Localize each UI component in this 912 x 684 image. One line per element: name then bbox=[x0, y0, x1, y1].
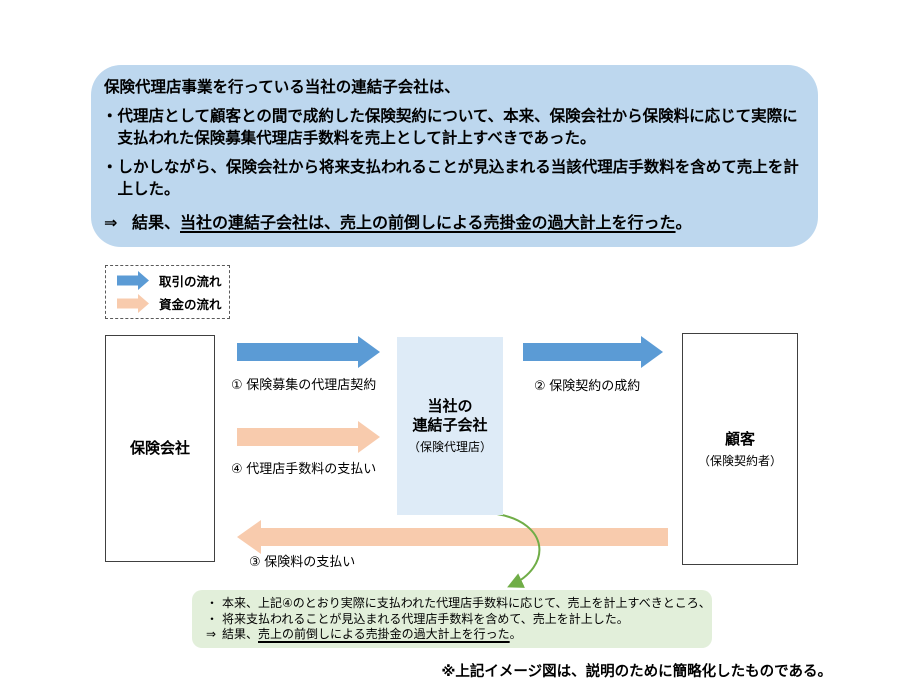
note-bullet-2: ・ 将来支払われることが見込まれる代理店手数料を含めて、売上を計上した。 bbox=[206, 612, 702, 628]
flow-label-1: ① 保険募集の代理店契約 bbox=[231, 377, 377, 392]
conclusion-prefix: 結果、 bbox=[132, 215, 181, 232]
note-bullet-1: ・ 本来、上記④のとおり実際に支払われた代理店手数料に応じて、売上を計上すべきと… bbox=[206, 596, 711, 612]
subsidiary-box: 当社の 連結子会社 （保険代理店） bbox=[397, 337, 503, 515]
funds-flow-arrow-3-icon bbox=[237, 520, 668, 554]
legend-item-funds: 資金の流れ bbox=[117, 294, 229, 314]
subsidiary-sublabel: （保険代理店） bbox=[407, 440, 492, 454]
note-conclusion-text: 結果、売上の前倒しによる売掛金の過大計上を行った。 bbox=[222, 627, 702, 643]
legend-transaction-arrow-icon bbox=[117, 270, 149, 290]
bullet-marker: ・ bbox=[102, 159, 118, 176]
note-conclusion-suffix: 。 bbox=[509, 627, 522, 641]
subsidiary-label-line2: 連結子会社 bbox=[412, 417, 488, 434]
flow-label-2: ② 保険契約の成約 bbox=[534, 378, 641, 393]
note-box: ・ 本来、上記④のとおり実際に支払われた代理店手数料に応じて、売上を計上すべきと… bbox=[192, 590, 712, 648]
double-arrow-marker: ⇒ bbox=[206, 627, 217, 641]
summary-intro: 保険代理店事業を行っている当社の連結子会社は、 bbox=[104, 79, 460, 96]
summary-bullet-2-text: しかしながら、保険会社から将来支払われることが見込まれる当該代理店手数料を含めて… bbox=[117, 159, 799, 198]
summary-conclusion-text: 結果、当社の連結子会社は、売上の前倒しによる売掛金の過大計上を行った。 bbox=[132, 212, 692, 235]
transaction-flow-arrow-2-icon bbox=[523, 336, 663, 368]
transaction-flow-arrow-1-icon bbox=[237, 336, 380, 368]
customer-box: 顧客 （保険契約者） bbox=[682, 333, 798, 565]
legend-funds-arrow-icon bbox=[117, 294, 149, 314]
note-conclusion-prefix: 結果、 bbox=[222, 627, 259, 641]
customer-sublabel: （保険契約者） bbox=[697, 453, 782, 468]
legend-box: 取引の流れ 資金の流れ bbox=[105, 265, 230, 319]
insurance-company-box: 保険会社 bbox=[105, 335, 215, 562]
insurance-company-label: 保険会社 bbox=[129, 440, 190, 457]
conclusion-suffix: 。 bbox=[675, 215, 692, 232]
curved-note-arrow-icon bbox=[496, 513, 541, 588]
summary-bullet-1: ・ 代理店として顧客との間で成約した保険契約について、本来、保険会社から保険料に… bbox=[102, 106, 800, 150]
note-bullet-1-text: 本来、上記④のとおり実際に支払われた代理店手数料に応じて、売上を計上すべきところ… bbox=[222, 596, 711, 610]
subsidiary-label-line1: 当社の bbox=[427, 398, 473, 415]
flow-label-3: ③ 保険料の支払い bbox=[249, 554, 356, 569]
footnote: ※上記イメージ図は、説明のために簡略化したものである。 bbox=[441, 664, 832, 680]
summary-bullet-1-text: 代理店として顧客との間で成約した保険契約について、本来、保険会社から保険料に応じ… bbox=[117, 108, 798, 147]
funds-flow-arrow-4-icon bbox=[237, 421, 380, 453]
conclusion-underlined: 当社の連結子会社は、売上の前倒しによる売掛金の過大計上を行った bbox=[180, 215, 676, 232]
note-conclusion-underlined: 売上の前倒しによる売掛金の過大計上を行った bbox=[258, 627, 510, 641]
customer-label: 顧客 bbox=[724, 430, 755, 448]
legend-funds-label: 資金の流れ bbox=[159, 298, 222, 313]
note-conclusion: ⇒ 結果、売上の前倒しによる売掛金の過大計上を行った。 bbox=[206, 627, 702, 643]
double-arrow-marker: ⇒ bbox=[104, 215, 118, 232]
summary-box: 保険代理店事業を行っている当社の連結子会社は、 ・ 代理店として顧客との間で成約… bbox=[91, 65, 818, 247]
summary-conclusion: ⇒ 結果、当社の連結子会社は、売上の前倒しによる売掛金の過大計上を行った。 bbox=[102, 212, 800, 235]
flow-label-4: ④ 代理店手数料の支払い bbox=[231, 461, 377, 476]
bullet-marker: ・ bbox=[102, 108, 118, 125]
bullet-marker: ・ bbox=[206, 611, 219, 626]
legend-item-transaction: 取引の流れ bbox=[117, 270, 229, 290]
legend-transaction-label: 取引の流れ bbox=[159, 274, 222, 289]
bullet-marker: ・ bbox=[206, 596, 219, 610]
summary-bullet-2: ・ しかしながら、保険会社から将来支払われることが見込まれる当該代理店手数料を含… bbox=[102, 157, 800, 201]
note-bullet-2-text: 将来支払われることが見込まれる代理店手数料を含めて、売上を計上した。 bbox=[222, 611, 629, 626]
